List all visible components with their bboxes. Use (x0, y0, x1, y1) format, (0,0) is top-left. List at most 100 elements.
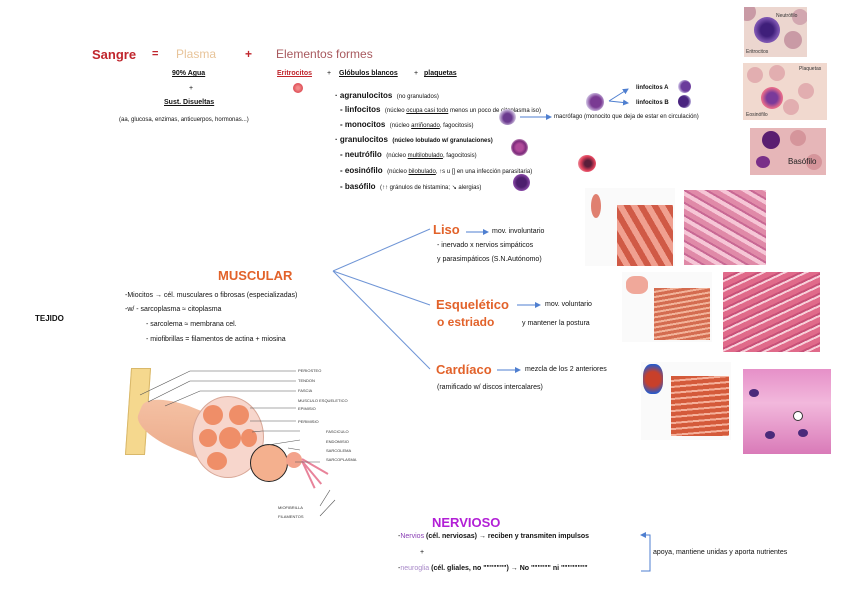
label-periosteo: PERIOSTEO (298, 368, 322, 373)
muscular-title: MUSCULAR (218, 268, 293, 283)
elementos-formes-title: Elementos formes (276, 47, 373, 61)
tejido-label: TEJIDO (35, 314, 64, 323)
label-tendon: TENDON (298, 378, 315, 383)
liso-histology-photo (684, 190, 766, 265)
monocitos-label: - monocitos (340, 120, 386, 129)
nervios-desc: (cél. nerviosas) → reciben y transmiten … (426, 533, 590, 540)
linfocito-a-label: linfocitos A (636, 85, 669, 91)
label-filamentos: FILAMENTOS (278, 514, 304, 519)
branch-esqueletico (332, 270, 431, 306)
basofilo-note: (↑↑ gránulos de histamina; ↘ alergias) (380, 185, 482, 191)
label-fascia: FASCIA (298, 388, 313, 393)
linfocito-a-icon (678, 80, 691, 93)
linfocito-b-icon (678, 95, 691, 108)
agranulocitos-label: · agranulocitos (335, 91, 393, 100)
esqueletico-line-2: y mantener la postura (522, 320, 590, 327)
branch-cardiaco (332, 270, 431, 370)
eritrocitos-photo-label: Eritrocitos (746, 49, 769, 55)
fascicle-magnifier (250, 444, 288, 482)
label-sarcolema: SARCOLEMA (326, 448, 352, 453)
linfocitos-note-end: menos un poco de citoplasma iso) (448, 108, 542, 114)
plus-sign-3: + (414, 70, 419, 77)
basofilo-photo-label: Basófilo (788, 157, 817, 166)
label-fasciculo: FASCICULO (326, 429, 349, 434)
granulocitos-label: · granulocitos (335, 135, 388, 144)
equals-sign: = (152, 48, 159, 60)
liso-title: Liso (433, 222, 460, 237)
monocitos-row: - monocitos (núcleo arriñonado, fagocito… (340, 114, 474, 132)
linfocitos-label: - linfocitos (340, 105, 381, 114)
linfocito-b-label: linfocitos B (636, 100, 669, 106)
liso-line-2: - inervado x nervios simpáticos (437, 242, 534, 249)
monocitos-note-underlined: arriñonado (411, 123, 440, 129)
cardiaco-line-2: (ramificado w/ discos intercalares) (437, 384, 543, 391)
agranulocitos-row: · agranulocitos (no granulados) (335, 85, 439, 103)
muscular-line-4: - miofibrillas = filamentos de actina + … (146, 336, 286, 343)
esqueletico-illustration (622, 272, 712, 342)
cardiaco-histology-photo (743, 369, 831, 454)
globulos-blancos-label: Glóbulos blancos (339, 70, 398, 77)
basofilo-label: - basófilo (340, 182, 376, 191)
basofilo-photo: Basófilo (750, 128, 826, 175)
muscular-line-1: -Miocitos → cél. musculares o fibrosas (… (125, 292, 298, 299)
neuroglia-label: neuroglia (400, 565, 430, 572)
plasma-title: Plasma (176, 47, 217, 61)
granulocitos-note: (núcleo lobulado w/ granulaciones) (392, 138, 493, 144)
eosinofilo-label: - eosinófilo (340, 166, 383, 175)
neutrofilo-note-underlined: multilobulado (407, 153, 443, 159)
liso-desc: mov. involuntario (492, 228, 545, 235)
label-musculo-esqueletico: MUSCULO ESQUELETICO (298, 398, 348, 403)
label-epimisio: EPIMISIO (298, 406, 316, 411)
bracket (641, 534, 651, 572)
muscular-line-2: -w/ - sarcoplasma ≈ citoplasma (125, 306, 222, 313)
neutrofilo-row: - neutrófilo (núcleo multilobulado, fago… (340, 144, 477, 162)
linfocitos-note: (núcleo (384, 108, 407, 114)
basofilo-row: - basófilo (↑↑ gránulos de histamina; ↘ … (340, 176, 481, 194)
linfocitos-note-underlined: ocupa casi todo (406, 108, 449, 114)
arrow-linfocito-a (608, 88, 629, 102)
cardiaco-title: Cardíaco (436, 362, 492, 377)
neutrofilo-cell-icon (511, 139, 528, 156)
neutrofilo-note: (núcleo (386, 153, 408, 159)
arrow-linfocito-b (608, 99, 629, 106)
plasma-plus: + (189, 85, 194, 92)
cardiaco-desc: mezcla de los 2 anteriores (525, 366, 607, 373)
nervios-label: Nervios (400, 533, 425, 540)
eosinofilo-note: (núcleo (387, 169, 409, 175)
nervios-dash: - (398, 533, 401, 540)
plus-sign-2: + (327, 70, 332, 77)
granulocitos-row: · granulocitos (núcleo lobulado w/ granu… (335, 129, 493, 147)
eritrocitos-label: Eritrocitos (277, 70, 313, 77)
label-sarcoplasma: SARCOPLASMA (326, 457, 357, 462)
plasma-dissolved-detail: (aa, glucosa, enzimas, anticuerpos, horm… (119, 117, 249, 123)
neutrofilo-photo-label: Neutrófilo (776, 13, 798, 19)
eosinofilo-photo: Plaquetas Eosinófilo (743, 63, 827, 120)
fiber-shape (286, 452, 302, 468)
branch-liso (332, 228, 431, 272)
plasma-dissolved: Sust. Disueltas (164, 99, 215, 106)
plaquetas-label: plaquetas (424, 70, 457, 77)
plasma-water: 90% Agua (172, 70, 206, 77)
plus-sign: + (245, 47, 253, 61)
bracket-note: apoya, mantiene unidas y aporta nutrient… (653, 549, 788, 556)
neuroglia-desc: (cél. gliales, no """"""") → No """""" n… (431, 565, 588, 572)
cardiaco-illustration (641, 362, 731, 440)
eosinofilo-note-end: , ↑s u [] en una infección parasitaria) (435, 169, 533, 175)
label-perimisio: PERIMISIO (298, 419, 319, 424)
liso-line-3: y parasimpáticos (S.N.Autónomo) (437, 256, 542, 263)
neuroglia-row: -neuroglia (cél. gliales, no """"""") → … (398, 565, 588, 572)
label-miofibrilla: MIOFIBRILLA (278, 505, 303, 510)
nervioso-title: NERVIOSO (432, 515, 501, 530)
monocitos-note: (núcleo (389, 123, 412, 129)
linfocitos-row: - linfocitos (núcleo ocupa casi todo men… (340, 99, 541, 117)
label-endomisio: ENDOMISIO (326, 439, 349, 444)
eosinofilo-note-underlined: bilobulado (408, 169, 436, 175)
esqueletico-histology-photo (723, 272, 820, 352)
nervios-row: -Nervios (cél. nerviosas) → reciben y tr… (398, 533, 589, 540)
neuroglia-dash: - (398, 565, 401, 572)
basofilo-cell-icon (513, 174, 530, 191)
monocitos-note-end: , fagocitosis) (439, 123, 474, 129)
neutrofilo-note-end: , fagocitosis) (442, 153, 477, 159)
sangre-title: Sangre (92, 47, 137, 62)
